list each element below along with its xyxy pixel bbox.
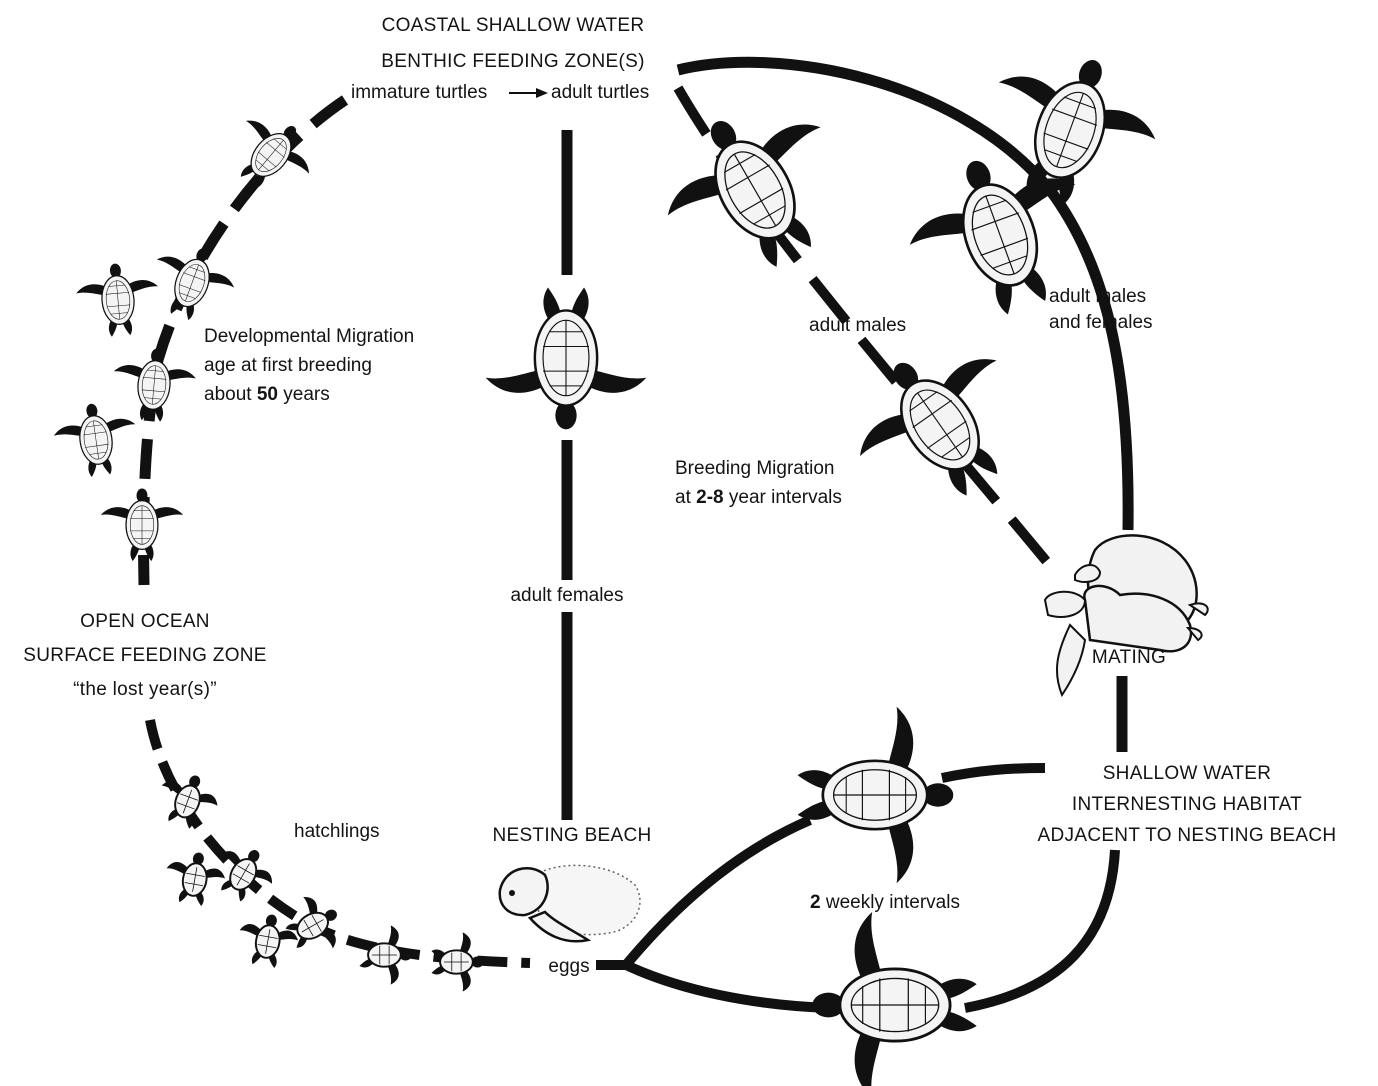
dev-migration-years: years bbox=[283, 384, 330, 405]
internesting-loop-right bbox=[964, 849, 1120, 1013]
breeding-migration-at: at bbox=[675, 487, 691, 508]
weekly-interval-value: 2 bbox=[810, 892, 821, 913]
turtle-icon bbox=[484, 286, 648, 431]
eggs-label: eggs bbox=[548, 956, 590, 977]
adult-males-females-line2: and females bbox=[1049, 312, 1153, 333]
turtle-icon bbox=[49, 397, 143, 483]
weekly-intervals-label: 2 weekly intervals bbox=[810, 892, 960, 914]
first-breeding-age-value: 50 bbox=[256, 384, 278, 405]
dev-migration-line2: age at first breeding bbox=[204, 355, 372, 376]
internesting-line1: SHALLOW WATER bbox=[1102, 763, 1272, 784]
open-ocean-line1: OPEN OCEAN bbox=[80, 611, 210, 632]
turtle-icon bbox=[140, 233, 244, 332]
breeding-migration-line1: Breeding Migration bbox=[675, 458, 835, 479]
breeding-interval-value: 2-8 bbox=[696, 487, 724, 508]
nesting-beach-label: NESTING BEACH bbox=[492, 825, 652, 846]
immature-turtles-label: immature turtles bbox=[351, 82, 488, 103]
internesting-habitat-label: SHALLOW WATER INTERNESTING HABITAT ADJAC… bbox=[1038, 758, 1337, 851]
coastal-zone-line1: COASTAL SHALLOW WATER bbox=[381, 15, 645, 36]
adult-males-females-label: adult males and females bbox=[1049, 284, 1153, 336]
hatchling-icon bbox=[150, 764, 226, 837]
internesting-line2: INTERNESTING HABITAT bbox=[1071, 794, 1303, 815]
breeding-migration-label: Breeding Migration at 2-8 year intervals bbox=[675, 454, 842, 512]
mating-turtles-icon bbox=[1043, 534, 1209, 698]
nesting-turtle-icon bbox=[498, 864, 641, 943]
hatchlings-label: hatchlings bbox=[294, 821, 380, 842]
turtle-icon bbox=[796, 705, 955, 885]
coastal-zone-label: COASTAL SHALLOW WATER BENTHIC FEEDING ZO… bbox=[381, 8, 644, 80]
breeding-migration-intervals: year intervals bbox=[728, 487, 842, 508]
internesting-loop-bottom bbox=[623, 960, 831, 1013]
turtle-icon bbox=[73, 259, 163, 341]
internesting-line3: ADJACENT TO NESTING BEACH bbox=[1037, 825, 1337, 846]
dev-migration-line1: Developmental Migration bbox=[204, 326, 415, 347]
breeding-migration-line2: at 2-8 year intervals bbox=[675, 483, 842, 512]
weekly-intervals-text: weekly intervals bbox=[825, 892, 960, 913]
open-ocean-line2: SURFACE FEEDING ZONE bbox=[23, 645, 267, 666]
developmental-migration-label: Developmental Migration age at first bre… bbox=[204, 322, 414, 409]
mating-label: MATING bbox=[1091, 647, 1167, 668]
turtle-icon bbox=[828, 315, 1052, 534]
arrow-right-icon bbox=[509, 88, 548, 98]
coastal-zone-line2: BENTHIC FEEDING ZONE(S) bbox=[381, 51, 645, 72]
turtle-icon bbox=[810, 910, 979, 1086]
dev-migration-about: about bbox=[204, 384, 252, 405]
open-ocean-label: OPEN OCEAN SURFACE FEEDING ZONE “the los… bbox=[23, 605, 267, 707]
adult-males-females-line1: adult males bbox=[1049, 286, 1147, 307]
open-ocean-line3: “the lost year(s)” bbox=[73, 679, 217, 700]
dev-migration-line3: about 50 years bbox=[204, 380, 414, 409]
turtle-icon bbox=[100, 487, 184, 562]
internesting-loop-top-right bbox=[940, 763, 1046, 783]
hatchling-icon bbox=[430, 931, 485, 993]
adult-turtles-label: adult turtles bbox=[551, 82, 650, 103]
turtle-icon bbox=[638, 76, 872, 303]
internesting-loop-top bbox=[622, 815, 812, 969]
hatchling-icon bbox=[275, 885, 353, 965]
adult-females-label: adult females bbox=[510, 585, 624, 606]
hatchling-icon bbox=[358, 924, 413, 986]
adult-males-label: adult males bbox=[809, 315, 907, 336]
turtle-icon bbox=[215, 99, 327, 210]
